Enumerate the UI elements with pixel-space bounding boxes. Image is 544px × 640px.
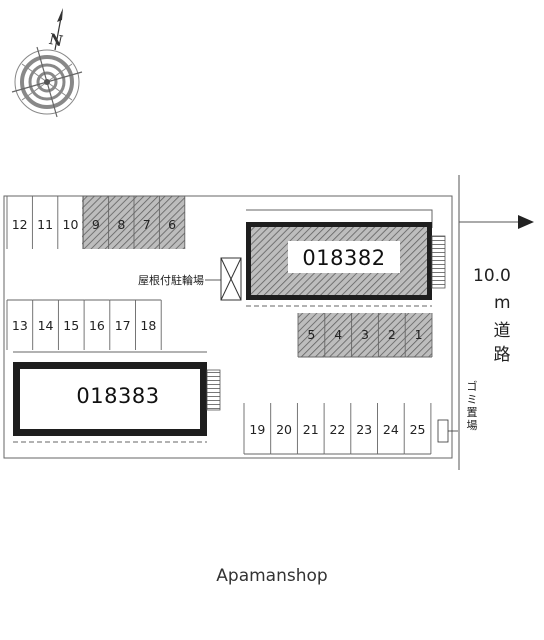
- parking-slot-number: 7: [143, 217, 151, 232]
- parking-slot: 22: [323, 403, 351, 455]
- building-label: 018383: [76, 384, 159, 408]
- parking-slot-number: 4: [334, 327, 342, 342]
- parking-slot-number: 16: [89, 318, 105, 333]
- parking-row-middle-right: 5 4 3 2 1: [297, 313, 433, 358]
- north-arrow-icon: [54, 8, 63, 51]
- parking-slot-number: 11: [37, 217, 53, 232]
- north-label: N: [47, 30, 64, 51]
- parking-slot: 3: [351, 313, 379, 358]
- road-width-label: 10.0: [473, 266, 511, 286]
- svg-text:道: 道: [494, 321, 511, 341]
- parking-slot-number: 15: [63, 318, 79, 333]
- parking-slot: 18: [135, 299, 162, 350]
- parking-slot-number: 20: [276, 422, 292, 437]
- compass: N: [11, 8, 83, 118]
- parking-slot: 4: [324, 313, 352, 358]
- parking-row-bottom: 19 20 21 22 23 24 25: [243, 403, 432, 455]
- parking-slot: 16: [83, 299, 110, 350]
- parking-slot-number: 3: [361, 327, 369, 342]
- parking-slot: 23: [350, 403, 378, 455]
- parking-slot-number: 18: [140, 318, 156, 333]
- parking-slot: 2: [377, 313, 406, 358]
- parking-row-middle-left: 13 14 15 16 17 18: [6, 299, 162, 350]
- compass-rose-icon: [11, 46, 83, 118]
- parking-slot-number: 10: [63, 217, 79, 232]
- parking-slot: 5: [297, 313, 325, 358]
- parking-slot: 10: [57, 195, 84, 249]
- parking-slot: 24: [377, 403, 405, 455]
- parking-slot: 17: [109, 299, 136, 350]
- parking-slot: 7: [133, 195, 160, 249]
- parking-slot: 1: [404, 313, 433, 358]
- parking-slot-number: 12: [12, 217, 28, 232]
- parking-slot-number: 13: [12, 318, 28, 333]
- building-018382: 018382: [246, 209, 446, 307]
- parking-slot: 13: [6, 299, 33, 350]
- parking-slot: 11: [31, 195, 58, 249]
- bicycle-shed-label: 屋根付駐輪場: [138, 273, 204, 287]
- parking-slot-number: 23: [356, 422, 372, 437]
- parking-slot: 14: [32, 299, 59, 350]
- parking-slot-number: 1: [415, 327, 423, 342]
- parking-slot-number: 19: [249, 422, 265, 437]
- parking-row-top: 12 11 10 9 8 7 6: [6, 195, 186, 249]
- parking-slot: 20: [270, 403, 298, 455]
- parking-slot: 25: [403, 403, 432, 455]
- building-label: 018382: [302, 246, 385, 270]
- svg-text:場: 場: [467, 419, 478, 432]
- parking-slot: 12: [6, 195, 33, 249]
- bicycle-shed: 屋根付駐輪場: [138, 257, 242, 301]
- building-018383: 018383: [13, 351, 221, 443]
- parking-slot-number: 8: [117, 217, 125, 232]
- parking-slot: 9: [82, 195, 109, 249]
- svg-text:置: 置: [467, 406, 478, 419]
- parking-slot: 21: [296, 403, 325, 455]
- parking-slot-number: 21: [303, 422, 319, 437]
- parking-slot-number: 22: [329, 422, 345, 437]
- svg-text:ミ: ミ: [467, 393, 478, 406]
- parking-slot-number: 9: [92, 217, 100, 232]
- road-unit-label: m: [494, 293, 511, 313]
- svg-text:ゴ: ゴ: [467, 379, 478, 393]
- parking-slot: 15: [57, 299, 85, 350]
- parking-slot-number: 24: [383, 422, 399, 437]
- parking-slot-number: 25: [410, 422, 426, 437]
- parking-slot-number: 6: [168, 217, 176, 232]
- parking-slot-number: 14: [38, 318, 54, 333]
- parking-slot: 19: [243, 403, 271, 455]
- parking-slot-number: 5: [307, 327, 315, 342]
- parking-slot-number: 2: [388, 327, 396, 342]
- brand-logo: Apamanshop: [216, 566, 327, 586]
- svg-text:路: 路: [494, 345, 511, 365]
- road-direction-arrow-icon: [518, 215, 534, 229]
- parking-slot: 8: [108, 195, 134, 249]
- parking-slot: 6: [158, 195, 186, 249]
- road-name-label: 道路: [494, 321, 511, 365]
- parking-slot-number: 17: [115, 318, 131, 333]
- site-boundary: [3, 195, 453, 459]
